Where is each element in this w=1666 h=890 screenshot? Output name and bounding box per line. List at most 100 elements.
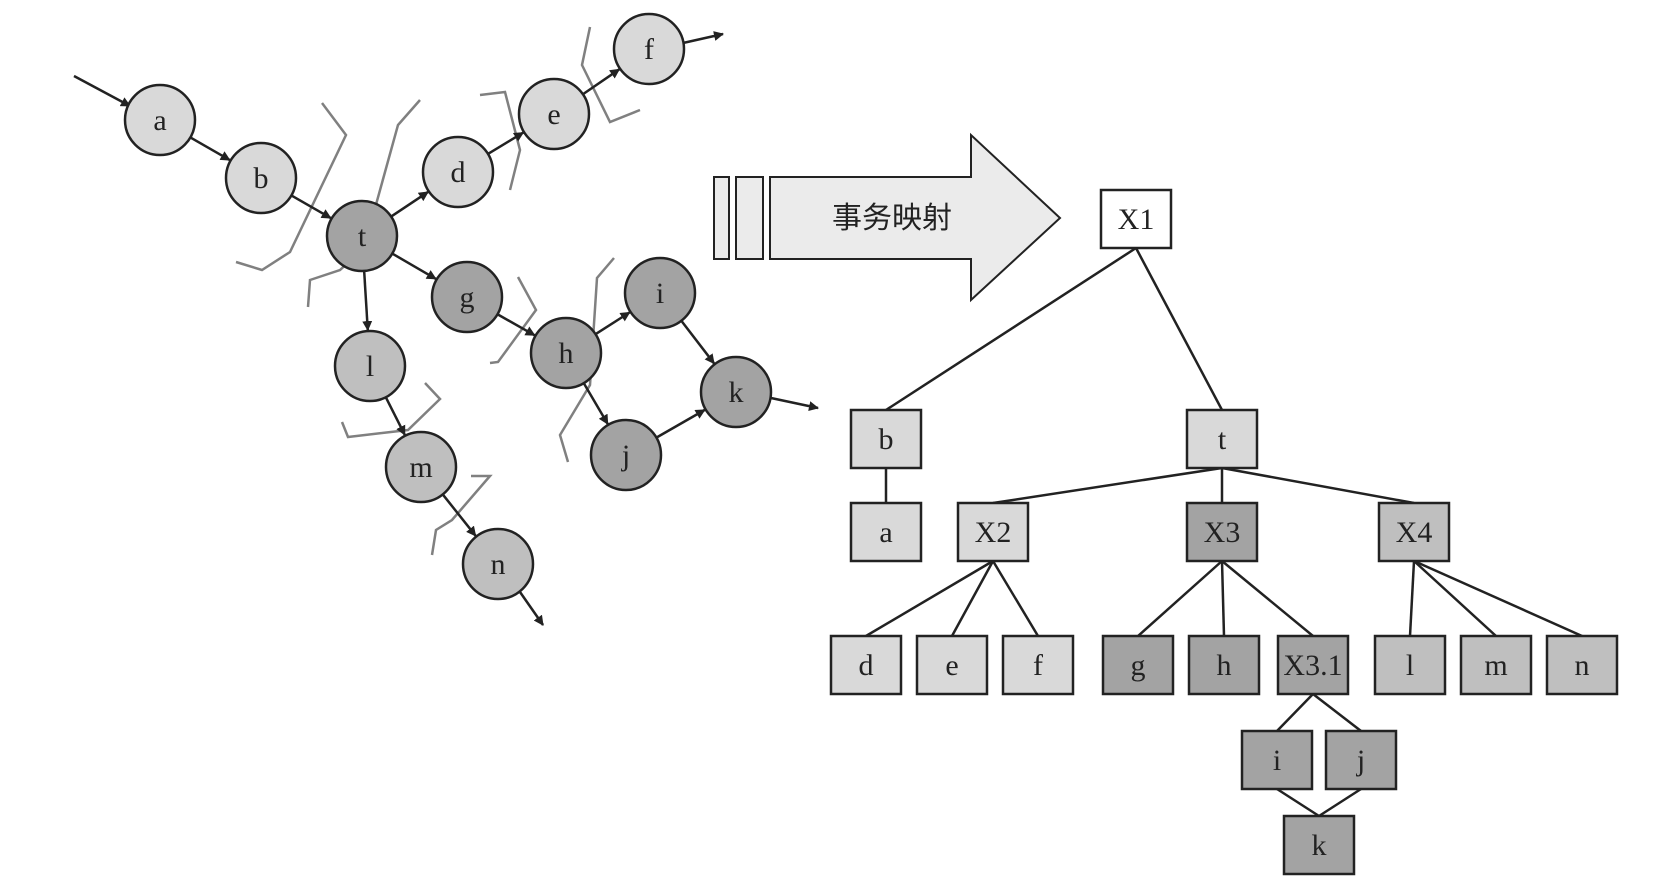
flow-node-m: m	[384, 430, 458, 504]
tree-node-label: a	[879, 516, 892, 549]
tree-edge-X3.1-i	[1276, 693, 1314, 732]
tree-node-X2: X2	[956, 501, 1030, 563]
tree-node-X3-1: X3.1	[1276, 634, 1350, 696]
flow-node-d: d	[421, 135, 495, 209]
flow-node-circle	[333, 329, 407, 403]
flow-node-circle	[430, 260, 504, 334]
flow-node-f: f	[612, 12, 686, 86]
flow-node-n: n	[461, 527, 535, 601]
flow-node-circle	[461, 527, 535, 601]
flow-node-circle	[325, 199, 399, 273]
tree-edge-t-X4	[1221, 466, 1415, 505]
flow-node-label: f	[644, 33, 654, 66]
arrow-tail-bar-1	[713, 176, 730, 260]
flow-node-label: b	[254, 162, 269, 195]
tree-node-box	[1185, 501, 1259, 563]
flow-node-label: n	[491, 548, 506, 581]
tree-node-n: n	[1545, 634, 1619, 696]
tree-node-box	[1377, 501, 1451, 563]
boundary-bracket-4	[580, 26, 641, 124]
flow-node-circle	[517, 77, 591, 151]
flow-node-label: h	[559, 337, 574, 370]
boundary-bracket-8	[430, 474, 493, 556]
tree-node-label: X4	[1396, 516, 1433, 549]
boundary-bracket-7	[340, 382, 442, 439]
tree-node-label: d	[859, 649, 874, 682]
tree-node-t: t	[1185, 408, 1259, 470]
tree-node-box	[1282, 814, 1356, 876]
flow-node-label: d	[451, 156, 466, 189]
tree-node-label: l	[1406, 649, 1414, 682]
flow-exit-arrow-n	[518, 591, 545, 626]
flow-node-h: h	[529, 316, 603, 390]
flow-node-circle	[623, 256, 697, 330]
tree-node-label: f	[1033, 649, 1043, 682]
flow-edge-h-j	[582, 382, 609, 425]
flow-node-circle	[699, 355, 773, 429]
tree-node-box	[915, 634, 989, 696]
tree-node-box	[1185, 408, 1259, 470]
flow-node-circle	[224, 141, 298, 215]
tree-edge-X3-X3.1	[1221, 560, 1314, 637]
flow-node-circle	[384, 430, 458, 504]
tree-edge-X1-b	[885, 246, 1137, 412]
tree-node-X3: X3	[1185, 501, 1259, 563]
flow-edge-m-n	[441, 493, 477, 537]
flow-edge-i-k	[680, 320, 716, 365]
tree-edge-X1-t	[1134, 247, 1224, 411]
tree-edge-i-k	[1276, 787, 1320, 818]
tree-node-box	[849, 408, 923, 470]
flow-node-label: m	[409, 451, 432, 484]
tree-edge-X3-g	[1137, 560, 1223, 637]
tree-node-j: j	[1324, 729, 1398, 791]
flow-node-e: e	[517, 77, 591, 151]
tree-node-box	[956, 501, 1030, 563]
tree-node-box	[1099, 188, 1173, 250]
tree-node-label: e	[945, 649, 958, 682]
tree-node-box	[1373, 634, 1447, 696]
tree-edge-X4-m	[1413, 560, 1497, 637]
tree-node-label: g	[1131, 649, 1146, 682]
flow-node-label: l	[366, 350, 374, 383]
flow-edge-g-h	[496, 313, 536, 337]
tree-node-label: n	[1575, 649, 1590, 682]
flow-edge-e-f	[582, 68, 621, 96]
tree-edge-X4-l	[1408, 560, 1416, 637]
flow-edge-j-k	[655, 408, 706, 439]
flow-node-i: i	[623, 256, 697, 330]
flow-node-j: j	[589, 418, 663, 492]
tree-node-l: l	[1373, 634, 1447, 696]
tree-node-label: t	[1218, 423, 1227, 456]
tree-node-box	[1101, 634, 1175, 696]
tree-node-box	[829, 634, 903, 696]
tree-node-f: f	[1001, 634, 1075, 696]
flow-node-t: t	[325, 199, 399, 273]
tree-node-a: a	[849, 501, 923, 563]
flow-node-a: a	[123, 83, 197, 157]
arrow-label: 事务映射	[832, 201, 952, 236]
tree-node-g: g	[1101, 634, 1175, 696]
flow-node-circle	[421, 135, 495, 209]
tree-edge-X2-d	[865, 559, 994, 638]
mapping-arrow: 事务映射	[713, 132, 1062, 303]
tree-node-box	[1276, 634, 1350, 696]
boundary-bracket-6	[558, 257, 615, 463]
tree-node-label: X3.1	[1283, 649, 1342, 682]
flow-node-label: i	[656, 277, 664, 310]
flow-node-label: g	[460, 281, 475, 314]
tree-edge-t-X2	[992, 466, 1223, 505]
tree-node-i: i	[1240, 729, 1314, 791]
flow-node-label: e	[547, 98, 560, 131]
tree-node-label: m	[1484, 649, 1507, 682]
tree-node-label: j	[1356, 744, 1365, 777]
tree-node-box	[1001, 634, 1075, 696]
flow-edge-t-d	[390, 190, 429, 218]
flow-edge-t-g	[391, 252, 437, 280]
tree-node-b: b	[849, 408, 923, 470]
tree-node-X4: X4	[1377, 501, 1451, 563]
flow-node-circle	[529, 316, 603, 390]
tree-node-label: X2	[975, 516, 1012, 549]
tree-node-X1: X1	[1099, 188, 1173, 250]
